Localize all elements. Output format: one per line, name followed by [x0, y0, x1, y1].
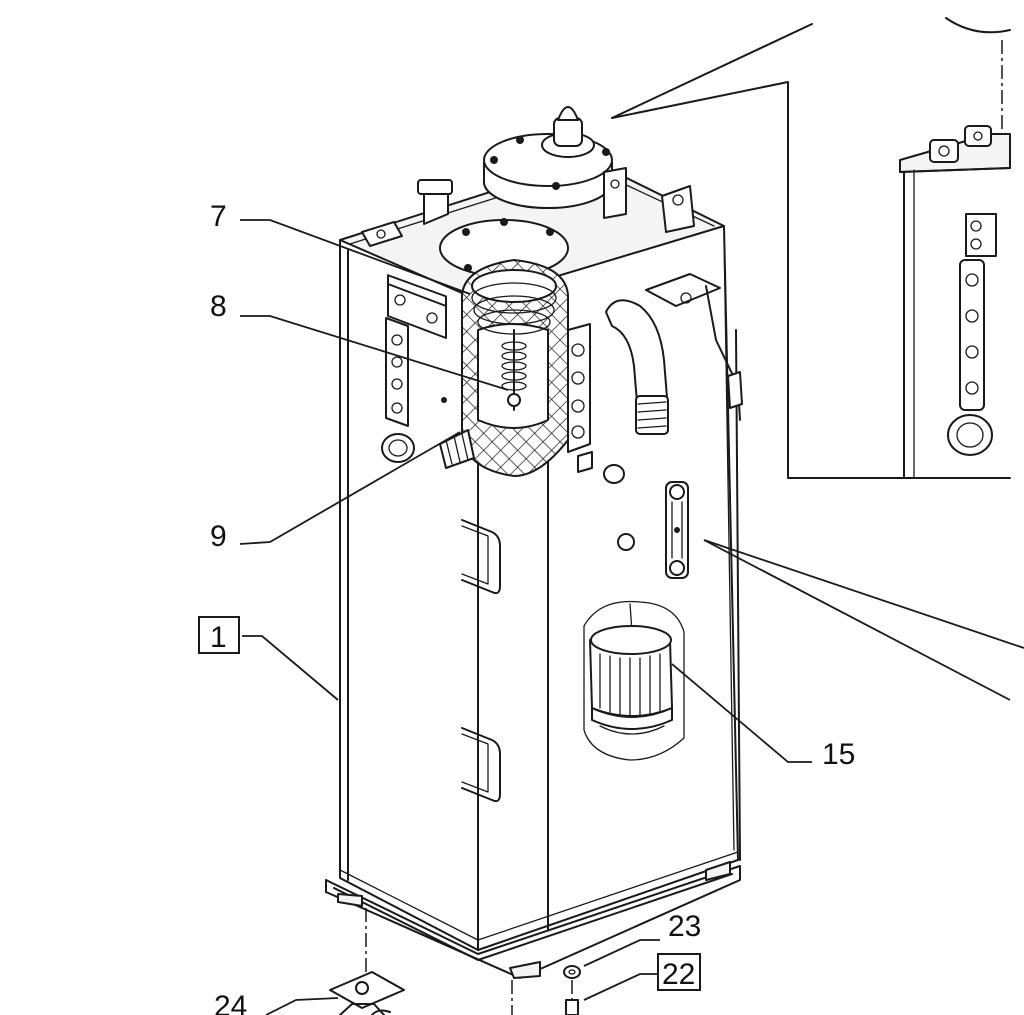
- left-face-fittings: [381, 274, 475, 469]
- callout-9: 9: [210, 520, 227, 553]
- tank-body: [325, 159, 741, 979]
- callout-24: 24: [214, 990, 247, 1015]
- right-face-fittings: [567, 285, 743, 579]
- callout-22: 22: [662, 958, 695, 991]
- callout-15: 15: [822, 738, 855, 771]
- return-filter: [583, 600, 685, 761]
- callout-1: 1: [210, 621, 227, 654]
- handles: [461, 519, 501, 803]
- callout-1-box: [198, 616, 240, 654]
- detail-inset: [611, 17, 1011, 479]
- strainer-assembly: [460, 258, 570, 478]
- bottom-hardware: [329, 908, 581, 1015]
- callout-8: 8: [210, 290, 227, 323]
- leader-lines: [239, 219, 1024, 1015]
- top-fittings: [361, 106, 721, 307]
- callout-23: 23: [668, 910, 701, 943]
- callouts: 7 8 9 1 15 23 22 24: [198, 200, 855, 1015]
- callout-7: 7: [210, 200, 227, 233]
- callout-22-box: [657, 953, 701, 991]
